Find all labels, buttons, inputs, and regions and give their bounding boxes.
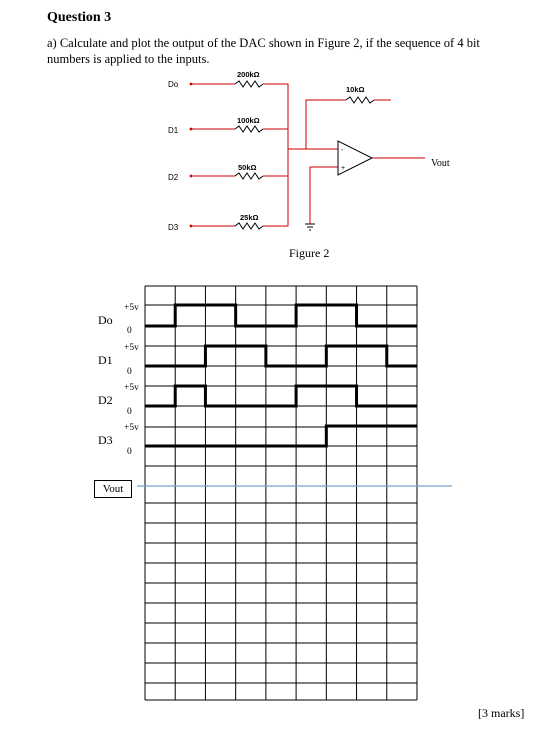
resistor-symbols (234, 80, 264, 230)
signal-high-label: +5v (124, 303, 139, 313)
resistor-label-25k: 25kΩ (240, 213, 259, 222)
waveform-d2 (145, 384, 417, 408)
feedback-resistor-label: 10kΩ (346, 85, 365, 94)
waveform-d1 (145, 344, 417, 368)
timing-grid (137, 285, 452, 701)
signal-low-label: 0 (127, 326, 132, 336)
signal-high-label: +5v (124, 383, 139, 393)
marks-label: [3 marks] (478, 706, 525, 720)
ground-icon (305, 223, 315, 231)
input-label-d0: Do (168, 80, 179, 89)
signal-high-label: +5v (124, 423, 139, 433)
signal-low-label: 0 (127, 367, 132, 377)
opamp-plus: + (341, 165, 345, 172)
question-title: Question 3 (47, 10, 112, 25)
input-label-d3: D3 (168, 223, 179, 232)
signal-name-d3: D3 (98, 433, 113, 447)
resistor-label-200k: 200kΩ (237, 70, 260, 79)
vout-plot-label: Vout (94, 480, 132, 498)
opamp-symbol (337, 140, 374, 176)
signal-name-do: Do (98, 313, 113, 327)
signal-low-label: 0 (127, 407, 132, 417)
signal-name-d1: D1 (98, 353, 113, 367)
waveform-d3 (145, 424, 417, 448)
input-label-d1: D1 (168, 126, 179, 135)
signal-name-d2: D2 (98, 393, 113, 407)
timing-waveforms (145, 303, 417, 448)
question-text-line-2: numbers is applied to the inputs. (47, 52, 210, 66)
resistor-label-50k: 50kΩ (238, 163, 257, 172)
figure-caption: Figure 2 (289, 246, 329, 260)
resistor-label-100k: 100kΩ (237, 116, 260, 125)
circuit-vout-label: Vout (431, 158, 450, 169)
question-text-line-1: a) Calculate and plot the output of the … (47, 36, 480, 50)
feedback-resistor (345, 96, 375, 104)
signal-low-label: 0 (127, 447, 132, 457)
opamp-minus: - (341, 147, 344, 154)
input-label-d2: D2 (168, 173, 179, 182)
dac-circuit: Do D1 D2 D3 200kΩ 100kΩ 50kΩ 25kΩ (168, 70, 450, 260)
signal-high-label: +5v (124, 343, 139, 353)
waveform-do (145, 303, 417, 328)
